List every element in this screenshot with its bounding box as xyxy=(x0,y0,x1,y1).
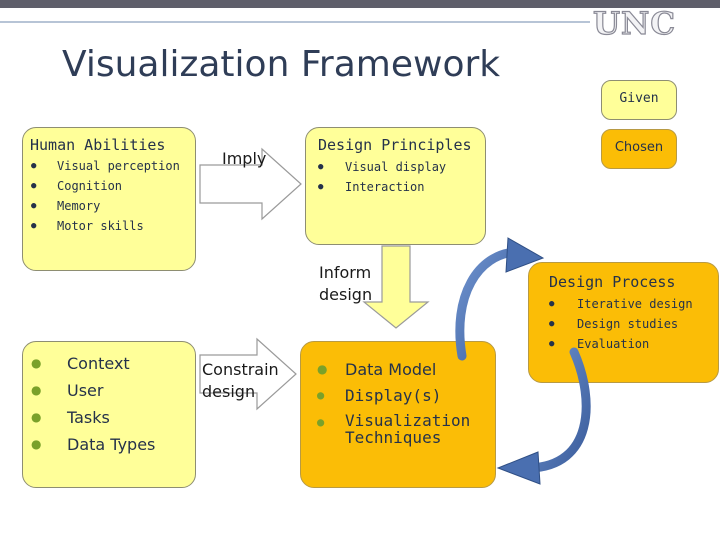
bullet-icon: ● xyxy=(31,221,37,231)
bullet-icon: ● xyxy=(549,339,555,349)
design-process-heading: Design Process xyxy=(549,273,676,291)
design-model-list: ●Data Model ●Display(s) ●Visualization T… xyxy=(317,360,485,446)
list-item: ●Interaction xyxy=(318,180,425,194)
legend-chosen: Chosen xyxy=(601,129,677,169)
top-bar xyxy=(0,0,720,8)
bullet-icon: ● xyxy=(318,182,324,192)
legend-chosen-label: Chosen xyxy=(614,140,664,155)
list-item: ●Memory xyxy=(31,199,101,213)
bullet-icon: ● xyxy=(31,161,37,171)
context-list: ●Context ●User ●Tasks ●Data Types xyxy=(31,354,155,462)
list-item: ●Context xyxy=(31,354,130,373)
bullet-icon: ● xyxy=(31,201,37,211)
design-process-list: ●Iterative design ●Design studies ●Evalu… xyxy=(549,297,693,357)
bullet-icon: ● xyxy=(318,162,324,172)
legend-given-label: Given xyxy=(619,91,659,106)
bullet-icon: ● xyxy=(317,415,325,429)
list-item: ●Evaluation xyxy=(549,337,650,351)
human-abilities-heading: Human Abilities xyxy=(30,136,166,154)
bullet-icon: ● xyxy=(317,388,325,402)
cycle-arrowhead-bottom xyxy=(496,451,541,485)
bullet-icon: ● xyxy=(31,383,42,397)
list-item: ●Display(s) xyxy=(317,386,442,405)
title-rule xyxy=(0,21,590,23)
list-item: ●User xyxy=(31,381,104,400)
list-item: ●Design studies xyxy=(549,317,679,331)
design-model-box: ●Data Model ●Display(s) ●Visualization T… xyxy=(300,341,496,488)
list-item: ●Data Types xyxy=(31,435,156,454)
bullet-icon: ● xyxy=(31,181,37,191)
list-item: ●Motor skills xyxy=(31,219,144,233)
slide-title: Visualization Framework xyxy=(62,44,501,85)
list-item: ●Cognition xyxy=(31,179,123,193)
design-process-box: Design Process ●Iterative design ●Design… xyxy=(528,262,719,383)
bullet-icon: ● xyxy=(31,356,42,370)
human-abilities-list: ●Visual perception ●Cognition ●Memory ●M… xyxy=(31,159,180,239)
context-box: ●Context ●User ●Tasks ●Data Types xyxy=(22,341,196,488)
list-item: ●Data Model xyxy=(317,360,437,379)
bullet-icon: ● xyxy=(549,299,555,309)
list-item: ●Visual display xyxy=(318,160,447,174)
design-principles-box: Design Principles ●Visual display ●Inter… xyxy=(305,127,486,245)
bullet-icon: ● xyxy=(31,437,42,451)
human-abilities-box: Human Abilities ●Visual perception ●Cogn… xyxy=(22,127,196,271)
inform-arrow xyxy=(362,245,430,329)
bullet-icon: ● xyxy=(317,362,328,376)
list-item: ●Visualization Techniques xyxy=(317,411,471,447)
design-principles-heading: Design Principles xyxy=(318,136,472,154)
bullet-icon: ● xyxy=(31,410,42,424)
bullet-icon: ● xyxy=(549,319,555,329)
list-item: ●Visual perception xyxy=(31,159,180,173)
list-item: ●Iterative design xyxy=(549,297,693,311)
legend-given: Given xyxy=(601,80,677,120)
unc-logo: UNC xyxy=(592,5,677,42)
constrain-label: Constrain design xyxy=(202,360,279,401)
design-principles-list: ●Visual display ●Interaction xyxy=(318,160,446,200)
list-item: ●Tasks xyxy=(31,408,110,427)
inform-label: Inform design xyxy=(319,263,373,304)
imply-label: Imply xyxy=(222,149,267,168)
